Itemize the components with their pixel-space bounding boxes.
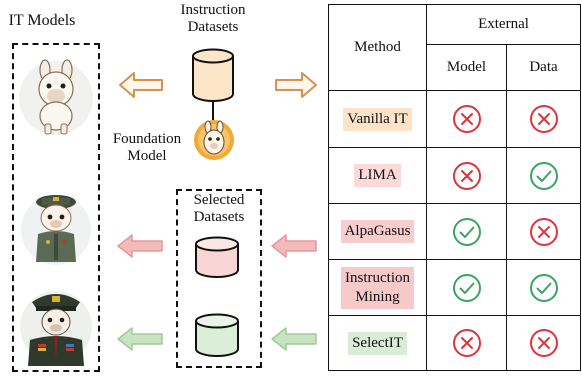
selected-datasets-green-cylinder-icon — [195, 313, 239, 357]
data-cell — [506, 259, 581, 316]
cross-circle-icon — [529, 329, 558, 357]
method-name: SelectIT — [348, 331, 407, 355]
instruction-datasets-label: Instruction Datasets — [180, 2, 246, 35]
model-cell — [426, 90, 507, 148]
data-cell — [506, 203, 581, 260]
check-circle-icon — [452, 217, 481, 246]
instruction-datasets-cylinder-icon — [192, 48, 234, 102]
foundation-model-llama-icon — [194, 120, 234, 160]
model-cell — [426, 203, 507, 260]
method-name-line: Instruction — [345, 269, 410, 286]
selected-datasets-pink-cylinder-icon — [195, 236, 239, 278]
method-name-line: AlpaGasus — [344, 223, 411, 239]
method-name-line: LIMA — [358, 167, 397, 183]
table-row: AlpaGasus — [328, 203, 581, 260]
arrow-to-vanilla-model — [119, 72, 163, 98]
selected-datasets-box — [176, 189, 262, 368]
data-cell — [506, 90, 581, 148]
model-cell — [426, 259, 507, 316]
arrow-green-from-table — [271, 327, 317, 351]
cross-circle-icon — [452, 105, 481, 133]
method-cell: LIMA — [328, 147, 427, 204]
foundation-model-label: Foundation Model — [112, 131, 182, 164]
cross-circle-icon — [529, 105, 558, 133]
model-cell — [426, 147, 507, 204]
arrow-green-to-general-model — [117, 327, 163, 351]
method-name-line: Mining — [355, 288, 400, 305]
it-models-label: IT Models — [8, 12, 76, 29]
arrow-pink-from-table — [271, 234, 317, 258]
arrow-pink-to-officer-model — [117, 234, 163, 258]
table-row: SelectIT — [328, 315, 581, 371]
connector-line — [212, 102, 214, 120]
llama-officer-icon — [21, 195, 91, 265]
llama-general-icon — [20, 291, 92, 366]
cross-circle-icon — [452, 161, 481, 190]
data-header: Data — [506, 44, 581, 91]
llama-vanilla-icon — [19, 59, 93, 135]
table-row: LIMA — [328, 147, 581, 204]
method-cell: AlpaGasus — [328, 203, 427, 260]
external-header: External — [426, 4, 581, 45]
method-cell: Vanilla IT — [328, 90, 427, 148]
selected-datasets-label: Selected Datasets — [193, 192, 245, 225]
method-name-line: SelectIT — [352, 334, 403, 351]
arrow-to-table — [275, 72, 317, 98]
method-name: AlpaGasus — [340, 220, 415, 243]
model-header: Model — [426, 44, 507, 91]
method-name-line: Vanilla IT — [347, 110, 408, 127]
method-name: Vanilla IT — [343, 107, 412, 131]
check-circle-icon — [529, 161, 558, 190]
cross-circle-icon — [529, 217, 558, 246]
method-header: Method — [328, 4, 427, 91]
data-cell — [506, 315, 581, 371]
check-circle-icon — [452, 273, 481, 302]
method-name: LIMA — [354, 164, 401, 187]
comparison-table: Method External Model Data Vanilla IT LIM… — [328, 4, 581, 371]
model-cell — [426, 315, 507, 371]
method-cell: SelectIT — [328, 315, 427, 371]
data-cell — [506, 147, 581, 204]
table-row: Vanilla IT — [328, 90, 581, 148]
it-models-box — [12, 43, 100, 372]
cross-circle-icon — [452, 329, 481, 357]
check-circle-icon — [529, 273, 558, 302]
